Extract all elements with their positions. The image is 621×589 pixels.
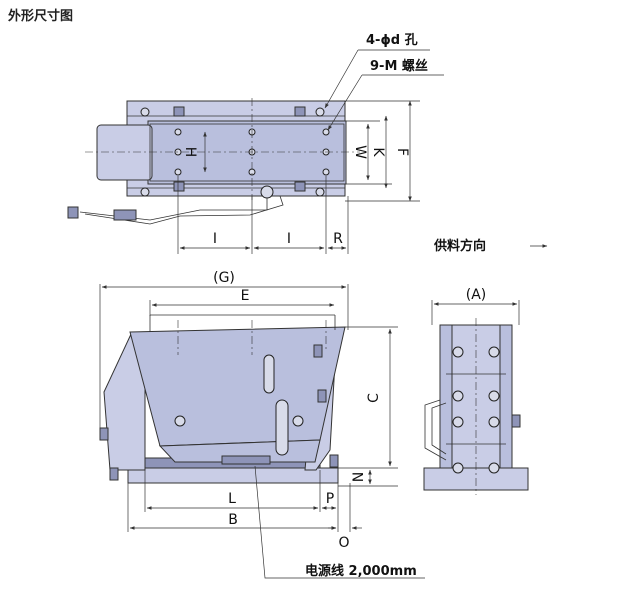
top-bolt <box>315 107 325 117</box>
front-foot-bolt <box>99 427 109 441</box>
front-slot <box>263 354 275 394</box>
top-hole <box>322 128 330 136</box>
top-cable-gland <box>260 185 274 199</box>
top-bolt <box>315 187 325 197</box>
power-cable-label: 电源线 2,000mm <box>305 563 417 579</box>
front-view <box>99 284 425 579</box>
dim-k: K <box>370 147 386 157</box>
top-hole <box>174 128 182 136</box>
top-hole <box>174 168 182 176</box>
front-bolt <box>174 415 186 427</box>
cable-leader <box>254 465 425 579</box>
side-bolt-head <box>488 416 500 428</box>
dim-w: W <box>352 145 368 159</box>
front-cable-bracket <box>275 399 289 456</box>
dim-e: E <box>241 288 250 304</box>
cable-connector <box>113 209 137 221</box>
front-cable-clamp <box>221 455 271 465</box>
top-screw <box>173 181 185 192</box>
top-hole <box>322 168 330 176</box>
side-bolt-head <box>452 390 464 402</box>
feed-direction-label: 供料方向 <box>433 238 486 254</box>
side-bolt-head <box>452 462 464 474</box>
side-view <box>423 300 529 495</box>
dim-o: O <box>338 535 349 551</box>
top-view <box>67 49 444 254</box>
front-bolt <box>292 415 304 427</box>
screws-callout: 9-M 螺丝 <box>370 58 428 74</box>
dim-f: F <box>394 148 410 156</box>
front-foot-bolt <box>313 344 323 358</box>
front-foot-bolt <box>109 467 119 481</box>
page-title: 外形尺寸图 <box>8 9 74 24</box>
dim-r: R <box>333 231 343 247</box>
dim-b: B <box>228 512 238 528</box>
side-bolt-head <box>488 346 500 358</box>
front-foot-bolt <box>329 454 339 468</box>
dim-c: C <box>366 393 382 403</box>
side-spring <box>499 324 513 469</box>
side-bolt-head <box>452 346 464 358</box>
dim-p: P <box>326 491 334 507</box>
front-left-spring <box>103 331 146 471</box>
top-power-cable <box>79 198 268 221</box>
holes-callout: 4-ϕd 孔 <box>366 33 418 48</box>
side-bolt-head <box>488 390 500 402</box>
front-foot-bolt <box>317 389 327 403</box>
side-bolt <box>511 414 521 428</box>
cable-plug <box>67 206 79 219</box>
dim-n: N <box>351 472 367 482</box>
top-screw <box>294 106 306 117</box>
dim-l: L <box>228 491 236 507</box>
dim-g: (G) <box>213 270 235 286</box>
side-bolt-head <box>452 416 464 428</box>
top-bolt <box>140 107 150 117</box>
dim-a: (A) <box>466 287 487 303</box>
top-screw <box>173 106 185 117</box>
side-bolt-head <box>488 462 500 474</box>
side-spring <box>439 324 453 469</box>
front-trough <box>129 326 346 447</box>
dim-i-left: I <box>213 231 217 247</box>
dim-h: H <box>182 147 198 158</box>
top-coil-housing <box>96 124 153 181</box>
top-bolt <box>140 187 150 197</box>
dim-i-right: I <box>287 231 291 247</box>
top-screw <box>294 181 306 192</box>
